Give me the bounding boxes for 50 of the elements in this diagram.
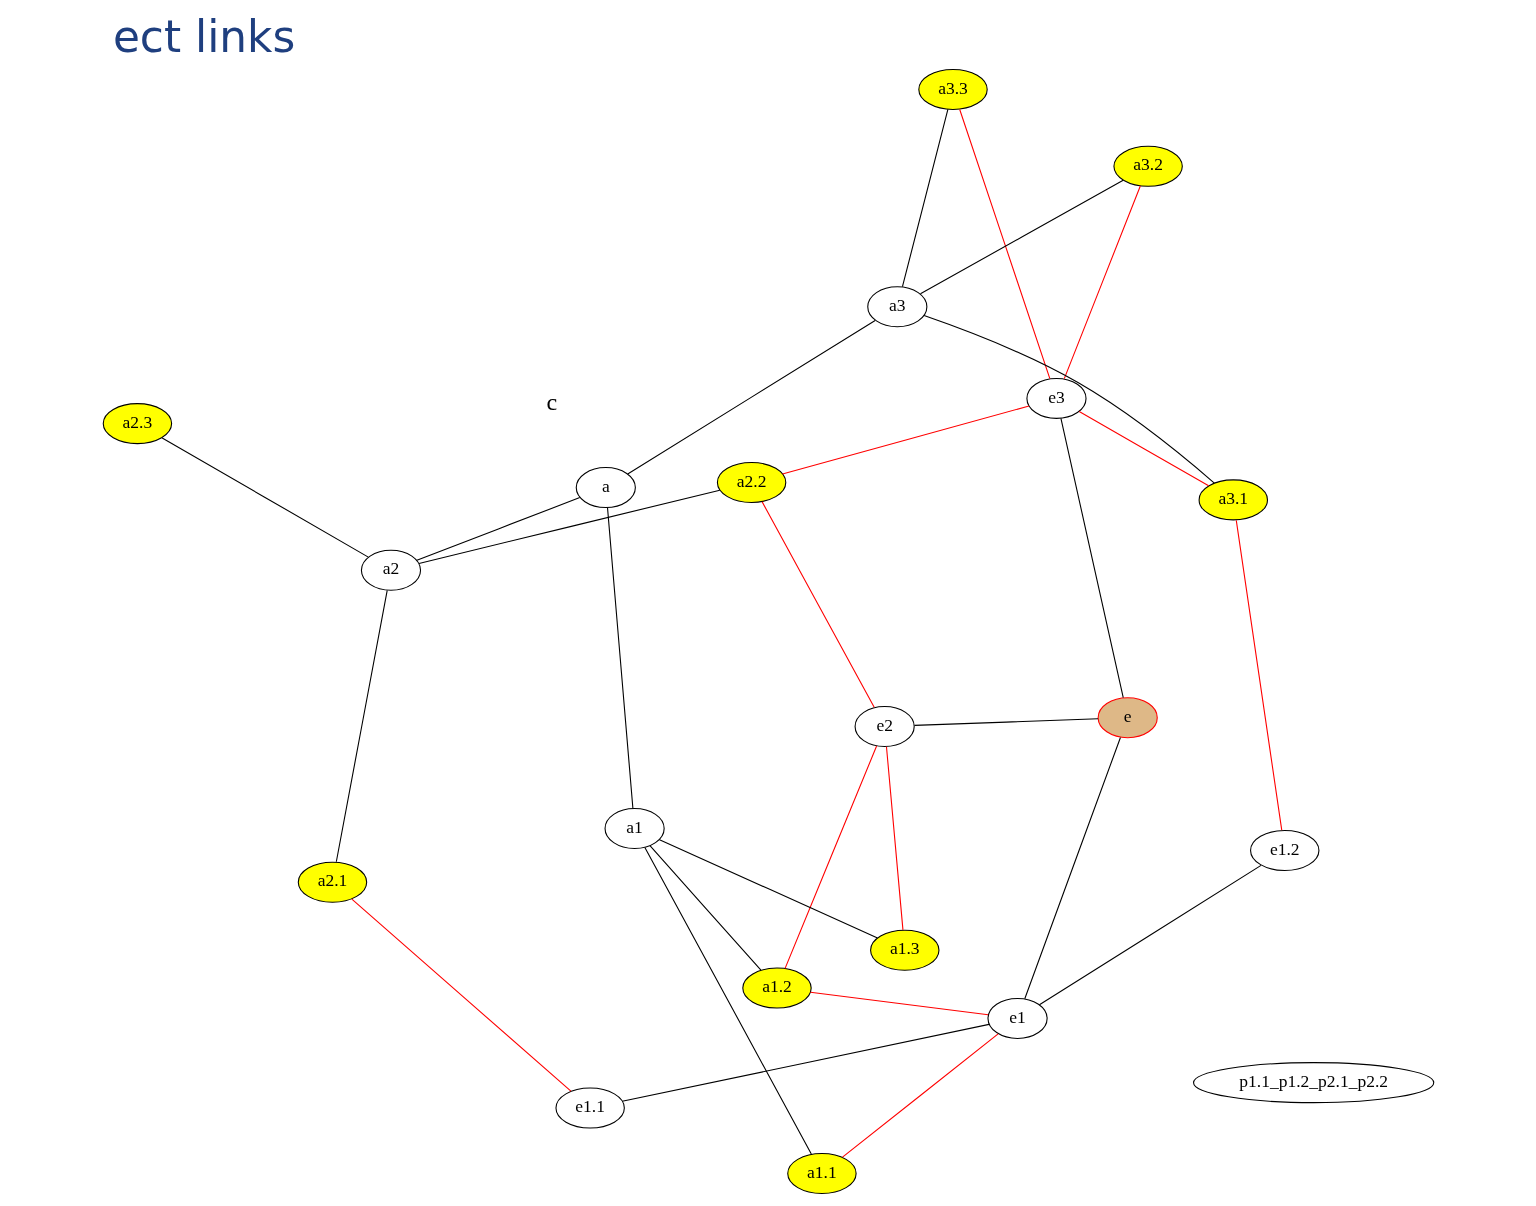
node-ellipse: a3.2 (1112, 145, 1183, 187)
connector (335, 589, 388, 863)
node-ellipse: a2.2 (716, 461, 786, 504)
node-ellipse: a1 (604, 807, 665, 850)
connector (648, 845, 761, 971)
connector (1059, 417, 1124, 699)
connector (1063, 185, 1141, 380)
connector (913, 718, 1099, 726)
connector (784, 745, 877, 969)
connector (161, 437, 369, 558)
connector (781, 405, 1030, 475)
node-ellipse: a3 (866, 286, 927, 328)
node-ellipse: a (575, 467, 636, 509)
connector (901, 108, 948, 288)
connector (1023, 736, 1121, 1000)
connector (621, 1023, 990, 1102)
connector (841, 1033, 999, 1158)
node-ellipse: a2.1 (297, 861, 367, 903)
connector (606, 507, 633, 809)
connector (658, 839, 878, 939)
node-ellipse: a2.3 (102, 403, 172, 445)
connector (1235, 519, 1282, 831)
node-ellipse: e2 (854, 705, 915, 748)
node-ellipse: a1.2 (741, 967, 812, 1009)
connector (919, 179, 1124, 295)
connector (415, 497, 580, 561)
connector (809, 991, 989, 1016)
node-ellipse: e1 (986, 997, 1048, 1039)
connector (626, 319, 876, 475)
label: c (546, 389, 557, 416)
node-ellipse: e1.2 (1249, 829, 1319, 872)
node-ellipse: e3 (1025, 377, 1087, 419)
connector (761, 501, 875, 708)
node-ellipse: e (1097, 697, 1158, 739)
diagram-title: ect links (112, 10, 295, 62)
node-ellipse: a3.3 (917, 68, 988, 110)
connector (958, 108, 1050, 380)
connector (643, 846, 812, 1155)
node-ellipse: a1.3 (869, 929, 939, 971)
connector (1078, 410, 1209, 487)
node-ellipse: a3.1 (1198, 479, 1268, 521)
connector (417, 489, 720, 564)
node-ellipse: p1.1_p1.2_p2.1_p2.2 (1192, 1062, 1434, 1104)
connector (350, 898, 571, 1092)
node-ellipse: a1.1 (786, 1152, 857, 1195)
node-ellipse: e1.1 (554, 1087, 625, 1129)
connector (885, 746, 903, 931)
connector (1038, 864, 1262, 1006)
node-ellipse: a2 (360, 549, 421, 591)
connector (923, 315, 1215, 484)
